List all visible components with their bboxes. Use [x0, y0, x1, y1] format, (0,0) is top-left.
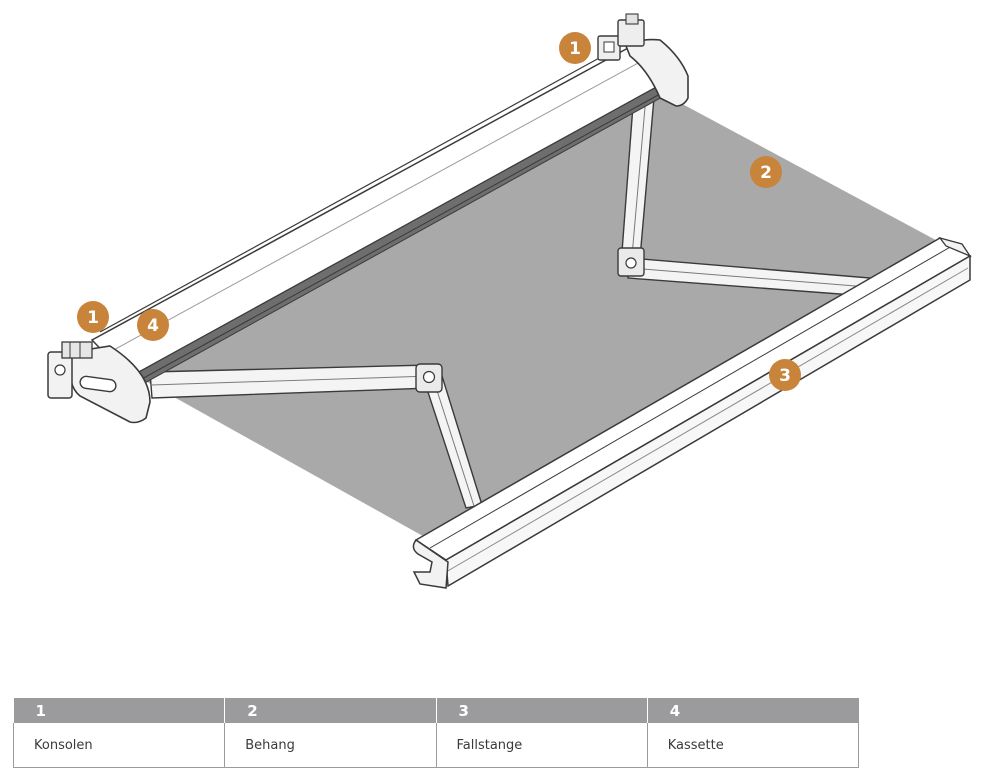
legend-label-4: Kassette	[646, 723, 860, 768]
awning-diagram: 1 2 3 1 4	[47, 13, 972, 589]
cassette-end-cap-right	[624, 38, 689, 107]
cassette	[90, 39, 665, 391]
legend-header-row: 1 2 3 4	[13, 698, 859, 723]
marker-bracket-right: 1	[559, 32, 591, 64]
bracket-left	[47, 341, 93, 399]
legend-label-2: Behang	[224, 723, 436, 768]
legend-number-2: 2	[224, 698, 437, 723]
awning-fabric	[140, 92, 945, 540]
marker-cassette: 4	[137, 309, 169, 341]
marker-fabric: 2	[750, 156, 782, 188]
marker-cassette-number: 4	[147, 316, 159, 336]
marker-bracket-left-number: 1	[87, 308, 99, 328]
marker-fabric-number: 2	[760, 163, 772, 183]
legend-number-3: 3	[436, 698, 648, 723]
marker-front-bar-number: 3	[779, 366, 791, 386]
legend-number-4: 4	[647, 698, 859, 723]
legend-label-1: Konsolen	[12, 723, 225, 768]
left-folding-arm	[149, 363, 483, 509]
marker-front-bar: 3	[769, 359, 801, 391]
marker-bracket-left: 1	[77, 301, 109, 333]
legend-number-1: 1	[13, 698, 226, 723]
bracket-right	[597, 13, 645, 61]
front-bar	[412, 236, 972, 589]
parts-legend-table: 1 2 3 4 Konsolen Behang Fallstange Kasse…	[12, 698, 860, 768]
marker-bracket-right-number: 1	[569, 39, 581, 59]
legend-label-row: Konsolen Behang Fallstange Kassette	[12, 723, 860, 768]
legend-label-3: Fallstange	[435, 723, 648, 768]
